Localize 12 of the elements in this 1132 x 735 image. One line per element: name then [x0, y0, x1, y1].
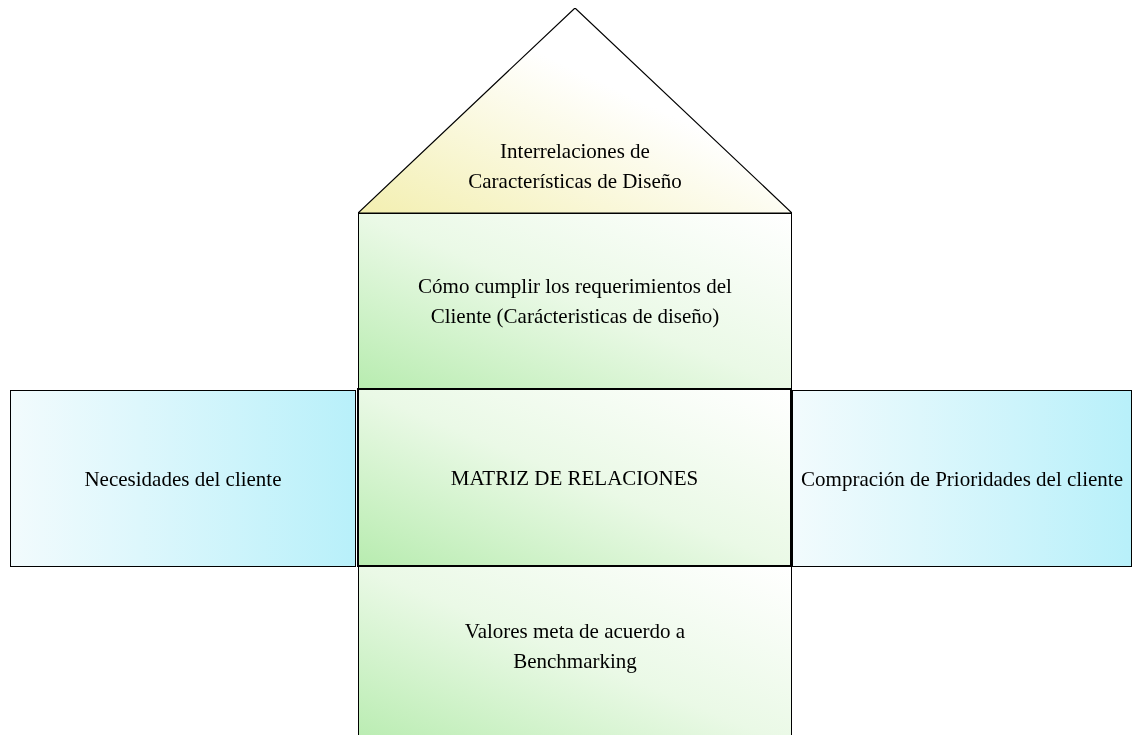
box-label: Necesidades del cliente	[84, 465, 282, 493]
roof-triangle	[358, 8, 792, 214]
box-label: Interrelaciones de Características de Diseño	[467, 138, 683, 195]
box-label: Cómo cumplir los requerimientos del Cliente (Carácteristicas de diseño)	[417, 273, 733, 330]
design-box	[358, 213, 792, 389]
box-label: Valores meta de acuerdo a Benchmarking	[463, 618, 687, 675]
box-label: MATRIZ DE RELACIONES	[450, 464, 699, 492]
box-label: Compración de Prioridades del cliente	[801, 465, 1123, 493]
needs-box	[10, 390, 356, 567]
target-values-box	[358, 566, 792, 735]
priorities-box	[792, 390, 1132, 567]
matrix-box	[357, 388, 792, 567]
